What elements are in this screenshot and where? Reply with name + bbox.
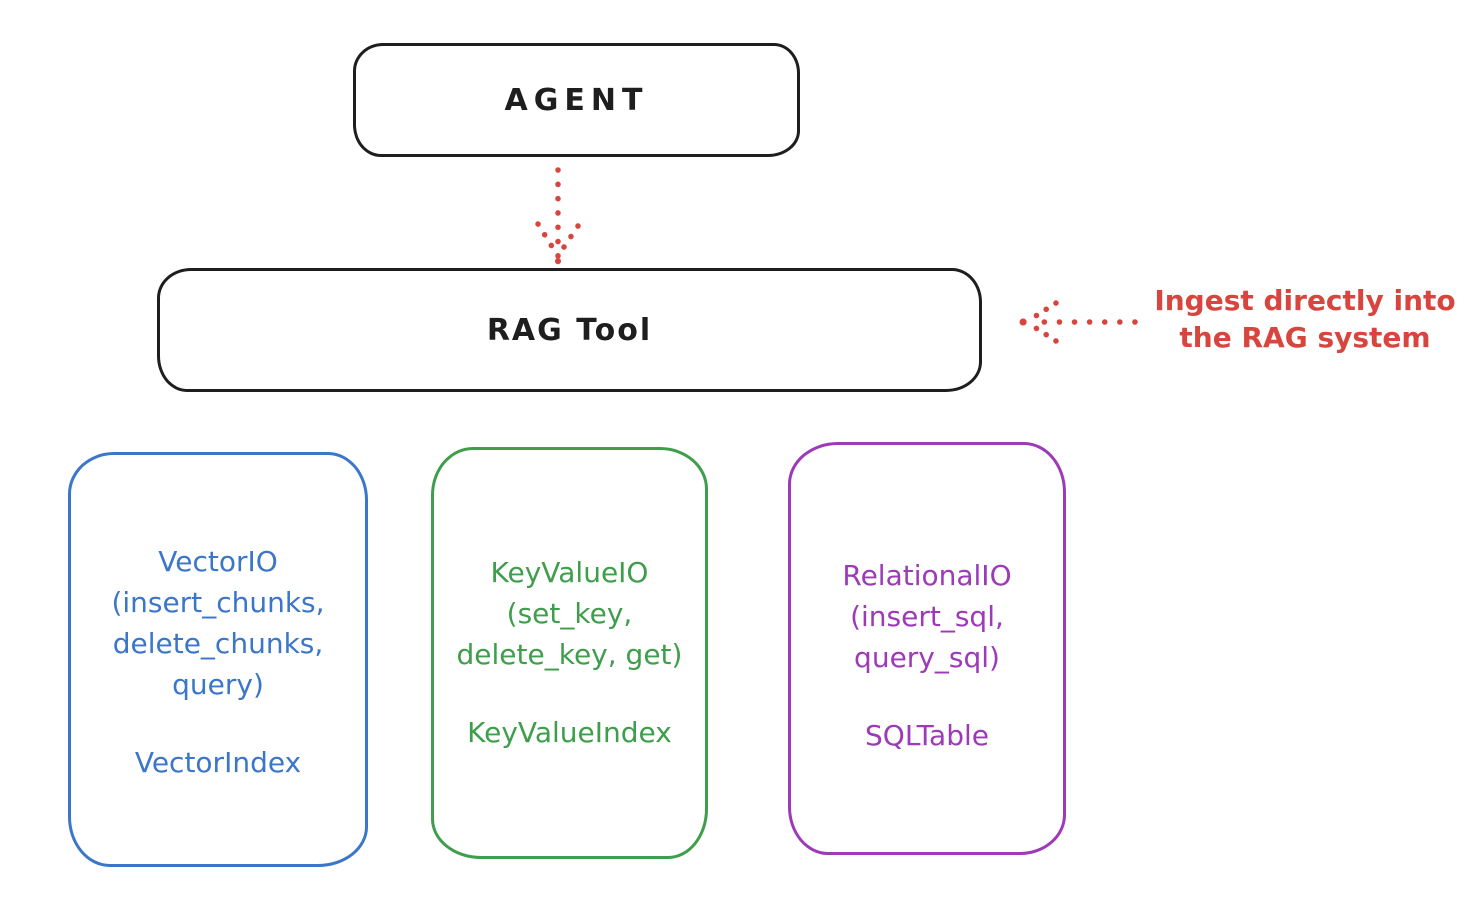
ingest-annotation: Ingest directly into the RAG system bbox=[1135, 282, 1475, 356]
agent-to-rag-dotted-arrow-icon bbox=[535, 167, 581, 265]
annotation-to-rag-dotted-arrow-icon bbox=[1019, 300, 1138, 344]
vector-io-line: VectorIO bbox=[158, 545, 278, 578]
ingest-annotation-line2: the RAG system bbox=[1179, 321, 1431, 354]
keyvalue-io-line: (set_key, bbox=[506, 597, 633, 630]
agent-label: AGENT bbox=[504, 82, 649, 118]
relational-io-line: (insert_sql, bbox=[850, 600, 1004, 633]
agent-box: AGENT bbox=[353, 43, 800, 157]
vector-io-line: delete_chunks, bbox=[112, 627, 324, 660]
vector-io-line: query) bbox=[172, 668, 264, 701]
rag-tool-label: RAG Tool bbox=[486, 312, 653, 348]
vector-index-label: VectorIndex bbox=[134, 746, 302, 779]
keyvalue-index-label: KeyValueIndex bbox=[467, 716, 672, 749]
vector-io-box: VectorIO (insert_chunks, delete_chunks, … bbox=[68, 452, 368, 867]
relational-io-box: RelationalIO (insert_sql, query_sql) SQL… bbox=[788, 442, 1066, 855]
keyvalue-io-box: KeyValueIO (set_key, delete_key, get) Ke… bbox=[431, 447, 708, 859]
vector-io-line: (insert_chunks, bbox=[111, 586, 325, 619]
relational-io-line: RelationalIO bbox=[842, 559, 1012, 592]
sql-table-label: SQLTable bbox=[865, 719, 989, 752]
keyvalue-io-line: KeyValueIO bbox=[490, 556, 649, 589]
rag-tool-box: RAG Tool bbox=[157, 268, 982, 392]
relational-io-line: query_sql) bbox=[854, 641, 1000, 674]
ingest-annotation-line1: Ingest directly into bbox=[1154, 284, 1456, 317]
keyvalue-io-line: delete_key, get) bbox=[456, 638, 683, 671]
